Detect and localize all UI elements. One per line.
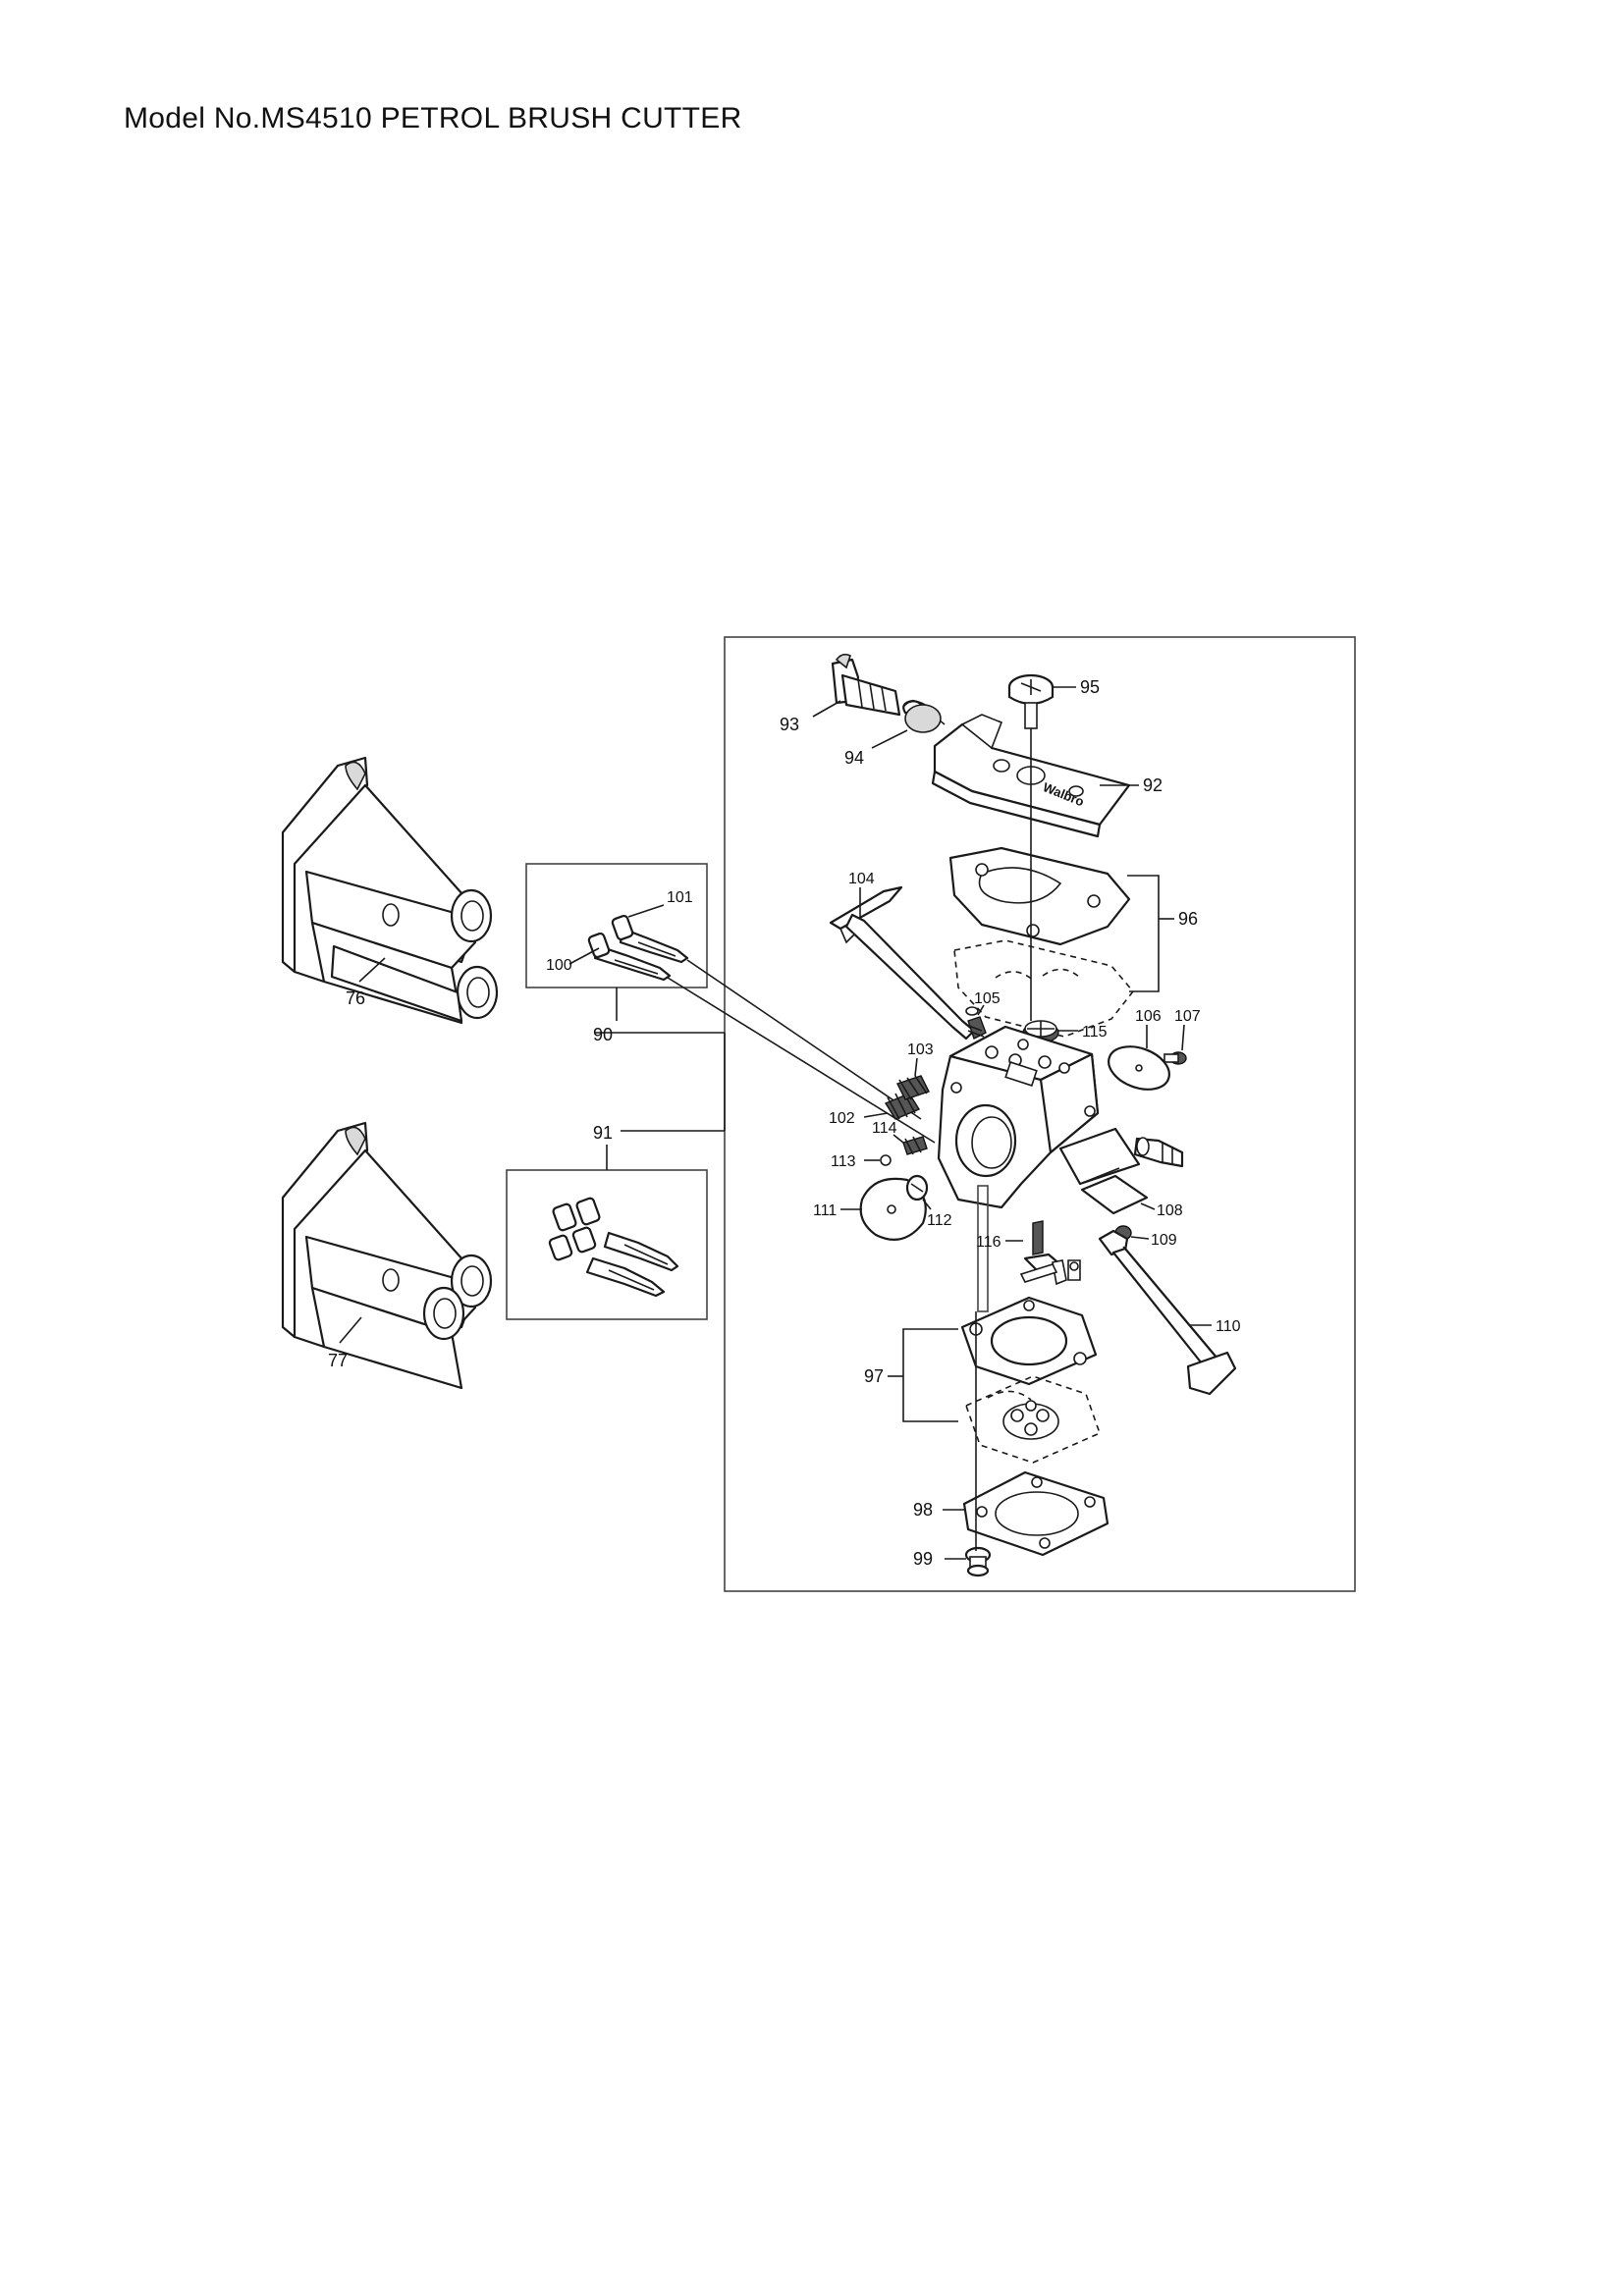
carburetor-body xyxy=(937,1025,1141,1209)
hose-nipple xyxy=(1133,1137,1184,1168)
choke-plate-106 xyxy=(1108,1045,1170,1091)
part-label-101: 101 xyxy=(667,889,693,906)
part-label-105: 105 xyxy=(974,990,1001,1007)
part-label-103: 103 xyxy=(907,1041,934,1058)
part-label-108: 108 xyxy=(1157,1202,1183,1219)
bracket-108 xyxy=(1079,1167,1149,1215)
screw-112 xyxy=(905,1174,929,1201)
throttle-shaft-104 xyxy=(829,885,979,1041)
part-label-99: 99 xyxy=(913,1549,933,1569)
part-label-112: 112 xyxy=(927,1212,952,1229)
bottom-cover-98 xyxy=(962,1470,1109,1557)
gasket-diaphragm-97 xyxy=(960,1296,1101,1464)
spring-105 xyxy=(965,1016,987,1040)
spring-102 xyxy=(884,1091,921,1120)
spring-114 xyxy=(902,1136,928,1155)
insulator-77 xyxy=(281,1121,493,1390)
part-label-107: 107 xyxy=(1174,1008,1201,1025)
part-label-94: 94 xyxy=(844,748,864,768)
page-title: Model No.MS4510 PETROL BRUSH CUTTER xyxy=(124,102,742,134)
adjusting-needles-100-101 xyxy=(587,914,689,982)
choke-shaft-110 xyxy=(1098,1229,1237,1396)
part-label-104: 104 xyxy=(848,871,875,887)
part-label-90: 90 xyxy=(593,1025,613,1044)
part-label-95: 95 xyxy=(1080,677,1100,697)
insulator-76 xyxy=(281,756,499,1025)
screw-99 xyxy=(964,1546,992,1577)
part-label-111: 111 xyxy=(813,1202,837,1219)
part-label-115: 115 xyxy=(1082,1024,1108,1041)
part-label-93: 93 xyxy=(780,715,799,734)
part-label-116: 116 xyxy=(976,1234,1001,1251)
spring-94 xyxy=(902,699,946,733)
part-label-97: 97 xyxy=(864,1366,884,1386)
part-label-77: 77 xyxy=(328,1351,348,1370)
inlet-needle-116 xyxy=(977,1185,1081,1312)
pump-cover-92: Walbro xyxy=(931,714,1131,838)
fuel-inlet-93 xyxy=(831,653,901,717)
part-label-106: 106 xyxy=(1135,1008,1162,1025)
part-label-96: 96 xyxy=(1178,909,1198,929)
part-label-114: 114 xyxy=(872,1120,897,1137)
part-label-98: 98 xyxy=(913,1500,933,1520)
part-label-91: 91 xyxy=(593,1123,613,1143)
part-label-76: 76 xyxy=(346,988,365,1008)
screw-107 xyxy=(1163,1051,1187,1065)
part-label-100: 100 xyxy=(546,957,572,974)
screw-95 xyxy=(1007,673,1055,729)
needle-kit-91 xyxy=(548,1197,679,1298)
ball-113 xyxy=(880,1154,892,1166)
part-label-110: 110 xyxy=(1216,1318,1241,1335)
spring-103 xyxy=(896,1075,930,1100)
gasket-diaphragm-96 xyxy=(948,846,1135,1038)
part-label-102: 102 xyxy=(829,1110,855,1127)
part-label-109: 109 xyxy=(1151,1232,1177,1249)
part-label-92: 92 xyxy=(1143,775,1163,795)
part-label-113: 113 xyxy=(831,1153,856,1170)
